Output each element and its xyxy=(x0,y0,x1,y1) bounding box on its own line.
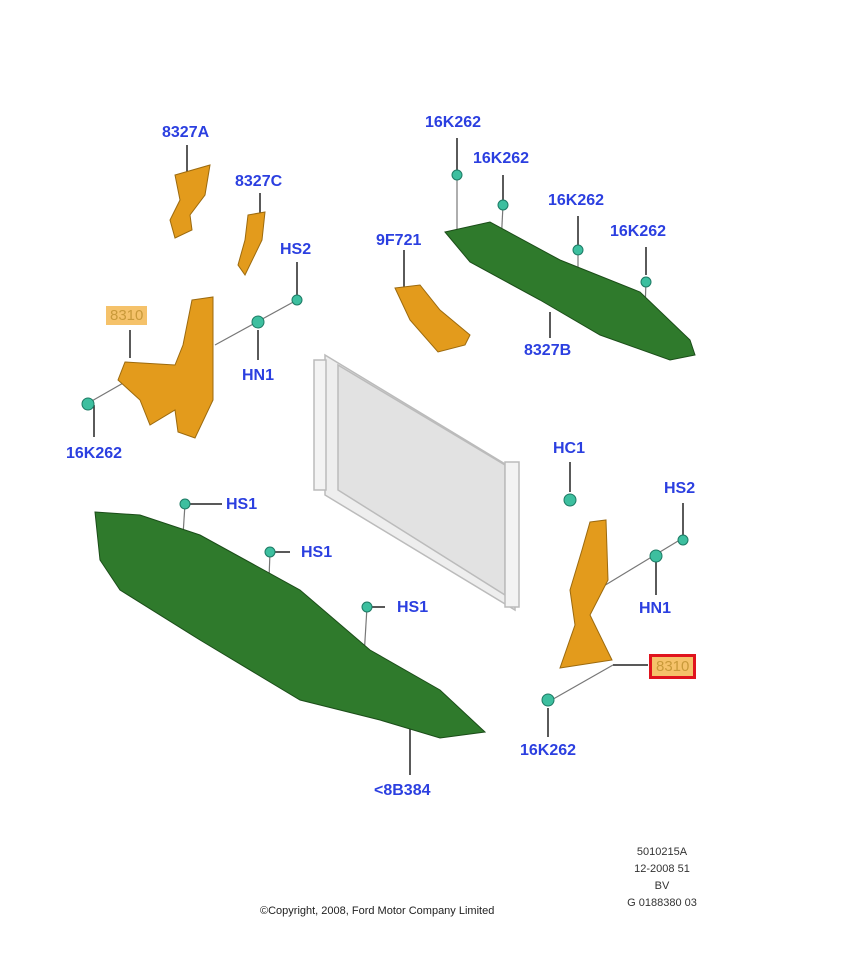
drawing-number: 5010215A xyxy=(636,846,688,858)
callout-8327C[interactable]: 8327C xyxy=(235,173,283,190)
shields xyxy=(94,221,696,739)
callout-HS2-left[interactable]: HS2 xyxy=(280,241,312,258)
radiator xyxy=(313,353,520,612)
copyright: ©Copyright, 2008, Ford Motor Company Lim… xyxy=(260,905,495,917)
callout-16K262-left[interactable]: 16K262 xyxy=(66,445,123,462)
callout-8B384[interactable]: <8B384 xyxy=(374,782,431,799)
callout-HC1[interactable]: HC1 xyxy=(553,440,586,457)
callout-HS1-1[interactable]: HS1 xyxy=(226,496,258,513)
callout-HN1-left[interactable]: HN1 xyxy=(242,367,275,384)
drawing-code: BV xyxy=(654,880,670,892)
clips xyxy=(81,169,689,707)
callout-16K262-top4[interactable]: 16K262 xyxy=(610,223,667,240)
callout-8310-left[interactable]: 8310 xyxy=(106,306,148,325)
callout-8327A[interactable]: 8327A xyxy=(162,124,210,141)
callout-16K262-top1[interactable]: 16K262 xyxy=(425,114,482,131)
callout-16K262-right[interactable]: 16K262 xyxy=(520,742,577,759)
callout-16K262-top3[interactable]: 16K262 xyxy=(548,192,605,209)
drawing-date: 12-2008 51 xyxy=(634,863,690,875)
callout-HN1-right[interactable]: HN1 xyxy=(639,600,672,617)
callout-8310-right-selected[interactable]: 8310 xyxy=(648,654,697,679)
callout-HS1-3[interactable]: HS1 xyxy=(397,599,429,616)
callout-8327B[interactable]: 8327B xyxy=(524,342,572,359)
callout-HS1-2[interactable]: HS1 xyxy=(301,544,333,561)
callout-16K262-top2[interactable]: 16K262 xyxy=(473,150,530,167)
leader-lines xyxy=(93,138,684,775)
callout-9F721[interactable]: 9F721 xyxy=(376,232,422,249)
drawing-ref: G 0188380 03 xyxy=(627,897,697,909)
drawing-info: 5010215A 12-2008 51 BV G 0188380 03 xyxy=(612,844,712,912)
callout-HS2-right[interactable]: HS2 xyxy=(664,480,696,497)
brackets xyxy=(117,164,613,669)
